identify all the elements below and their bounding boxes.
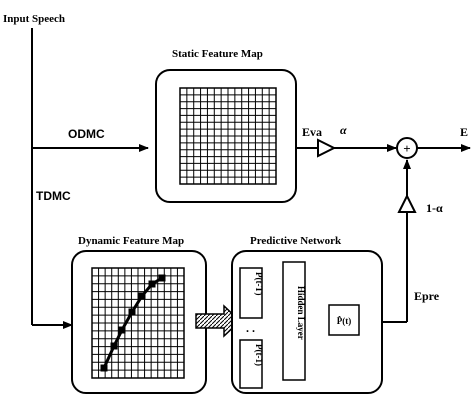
- trajectory-node: [110, 342, 118, 350]
- dynamic-feature-map-title: Dynamic Feature Map: [78, 235, 184, 247]
- p-t-minus-1-box: [239, 339, 263, 389]
- trajectory-node: [138, 292, 146, 300]
- static-feature-map-title: Static Feature Map: [172, 48, 263, 60]
- p-hat-t-label: P̂(t): [337, 316, 352, 326]
- trajectory-node: [148, 280, 156, 288]
- trajectory-node: [158, 274, 166, 282]
- hidden-layer-box: [282, 261, 306, 381]
- alpha-label: α: [340, 123, 347, 137]
- eva-label: Eva: [302, 125, 322, 139]
- trajectory-path: [100, 274, 166, 372]
- static-feature-map-grid: [179, 87, 277, 185]
- hidden-layer-label: Hidden Layer: [296, 286, 306, 340]
- p-t-minus-T-box: [239, 267, 263, 319]
- predictive-network-title: Predictive Network: [250, 235, 342, 247]
- trajectory-node: [118, 326, 126, 334]
- trajectory-node: [100, 364, 108, 372]
- p-t-minus-1-label: P(t-1): [254, 344, 264, 366]
- epre-label: Epre: [414, 289, 440, 303]
- input-speech-label: Input Speech: [3, 13, 65, 25]
- trajectory-node: [128, 308, 136, 316]
- p-t-minus-T-label: P(t-T): [254, 272, 264, 296]
- p-hat-t-box: [328, 304, 360, 336]
- one-minus-alpha-triangle: [397, 193, 417, 213]
- sum-symbol: +: [403, 141, 410, 156]
- ellipsis-label: . .: [246, 321, 255, 335]
- odmc-label: ODMC: [68, 127, 105, 141]
- output-e-label: E: [460, 125, 468, 139]
- alpha-gain-triangle: [317, 138, 337, 158]
- tdmc-label: TDMC: [36, 189, 71, 203]
- one-minus-alpha-label: 1-α: [426, 201, 443, 215]
